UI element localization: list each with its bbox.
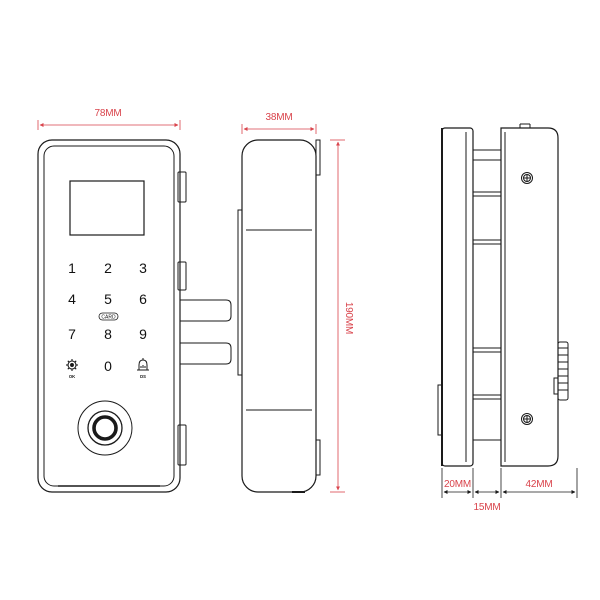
card-reader-badge: CARD: [98, 312, 119, 321]
side-width-label: 38MM: [266, 112, 293, 123]
front-width-label: 78MM: [95, 108, 122, 119]
key-3[interactable]: 3: [139, 260, 147, 276]
key-2[interactable]: 2: [104, 260, 112, 276]
side-plate-left: [237, 209, 243, 376]
key-9[interactable]: 9: [139, 326, 147, 342]
display-screen: [69, 180, 145, 236]
key-0[interactable]: 0: [104, 358, 112, 374]
key-5[interactable]: 5: [104, 291, 112, 307]
fingerprint-sensor-icon: [77, 400, 133, 456]
side-plate-right-top: [315, 139, 321, 176]
front-width-dimension: 78MM: [37, 108, 181, 130]
front-view: 78MM: [37, 108, 232, 493]
mount-right-unit: [500, 127, 559, 467]
height-dimension: 190MM: [330, 139, 354, 493]
latch-bolt-upper: [180, 299, 232, 322]
glass-left-label: 20MM: [444, 479, 471, 490]
key-7[interactable]: 7: [68, 326, 76, 342]
glass-right-label: 42MM: [526, 479, 553, 490]
key-4[interactable]: 4: [68, 291, 76, 307]
mount-view: 20MM 15MM 42MM: [437, 123, 578, 513]
thumb-turn-knob[interactable]: [553, 341, 569, 401]
front-bracket-mid: [177, 261, 187, 291]
side-plate-right-bottom: [315, 439, 321, 476]
keypad: 1 2 3 4 5 6 7 8 9 0 CARD OK: [66, 260, 149, 379]
height-label: 190MM: [343, 302, 354, 334]
key-1[interactable]: 1: [68, 260, 76, 276]
front-outer-body: [37, 139, 181, 493]
latch-bolt-lower: [180, 342, 232, 365]
card-label: CARD: [101, 315, 116, 321]
phillips-screw-icon: [521, 413, 533, 425]
front-bracket-top: [177, 171, 187, 203]
front-bracket-bottom: [177, 424, 187, 466]
side-body: [241, 139, 317, 493]
bell-icon[interactable]: [137, 358, 149, 371]
knob-collar: [553, 377, 559, 395]
ok-label: OK: [69, 374, 75, 379]
mount-left-plate: [437, 384, 443, 436]
gear-icon[interactable]: [66, 359, 78, 371]
mount-gap-frame: [472, 149, 502, 441]
glass-gap-label: 15MM: [474, 502, 501, 513]
phillips-screw-icon: [521, 172, 533, 184]
side-width-dimension: 38MM: [241, 112, 317, 134]
key-8[interactable]: 8: [104, 326, 112, 342]
side-view: 38MM 190MM: [237, 112, 354, 493]
mount-dimensions: 20MM 15MM 42MM: [441, 468, 578, 513]
ds-label: DS: [140, 374, 146, 379]
key-6[interactable]: 6: [139, 291, 147, 307]
mount-left-unit: [441, 127, 474, 467]
